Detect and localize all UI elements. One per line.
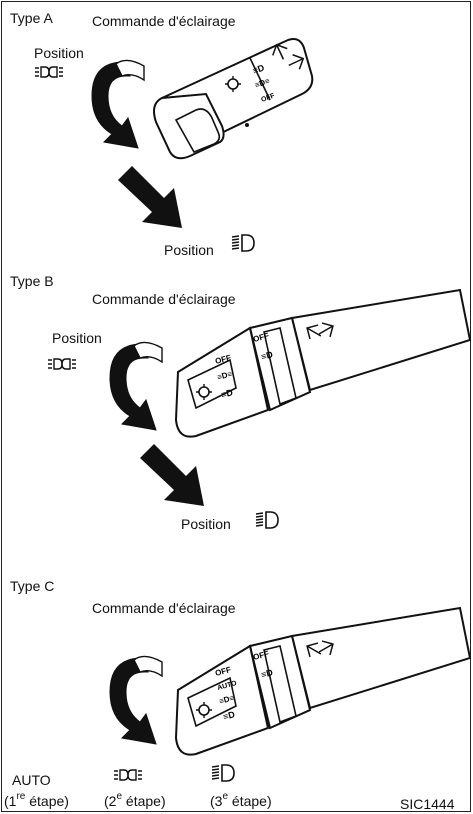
step-2-label: (2e étape): [104, 793, 166, 809]
type-b-label: Type B: [10, 273, 54, 289]
type-c-title: Commande d'éclairage: [92, 600, 236, 616]
type-c-diagram: OFF AUTO ≡D≡ ≡D OFF ≡D: [110, 608, 470, 781]
lever-switch: ≡D ≡D≡ OFF: [154, 39, 312, 158]
headlight-icon: [232, 235, 254, 251]
type-a-position-bottom: Position: [164, 242, 214, 258]
lever-switch: OFF AUTO ≡D≡ ≡D OFF ≡D: [176, 608, 470, 755]
downward-arrow: [118, 166, 182, 228]
step-1-label: (1re étape): [4, 793, 69, 809]
type-b-diagram: OFF ≡D≡ ≡D OFF ≡D: [48, 290, 470, 528]
parking-light-icon: [35, 67, 63, 77]
curved-rotation-arrow: [110, 656, 162, 744]
parking-light-icon: [114, 770, 142, 780]
parking-light-icon: [48, 359, 76, 369]
curved-rotation-arrow: [92, 60, 144, 148]
lever-switch: OFF ≡D≡ ≡D OFF ≡D: [176, 290, 470, 437]
type-a-label: Type A: [10, 10, 53, 26]
step-3-label: (3e étape): [210, 793, 272, 809]
step-1-name: AUTO: [12, 772, 51, 788]
type-a-diagram: ≡D ≡D≡ OFF: [35, 39, 312, 251]
type-c-label: Type C: [10, 578, 54, 594]
headlight-icon: [256, 512, 278, 528]
figure-code: SIC1444: [400, 796, 454, 812]
curved-rotation-arrow: [110, 342, 162, 430]
type-b-position-bottom: Position: [181, 516, 231, 532]
downward-arrow: [140, 444, 204, 506]
type-a-position-top: Position: [34, 45, 84, 61]
type-b-title: Commande d'éclairage: [92, 291, 236, 307]
type-b-position-top: Position: [52, 330, 102, 346]
headlight-icon: [212, 765, 234, 781]
type-a-title: Commande d'éclairage: [92, 13, 236, 29]
